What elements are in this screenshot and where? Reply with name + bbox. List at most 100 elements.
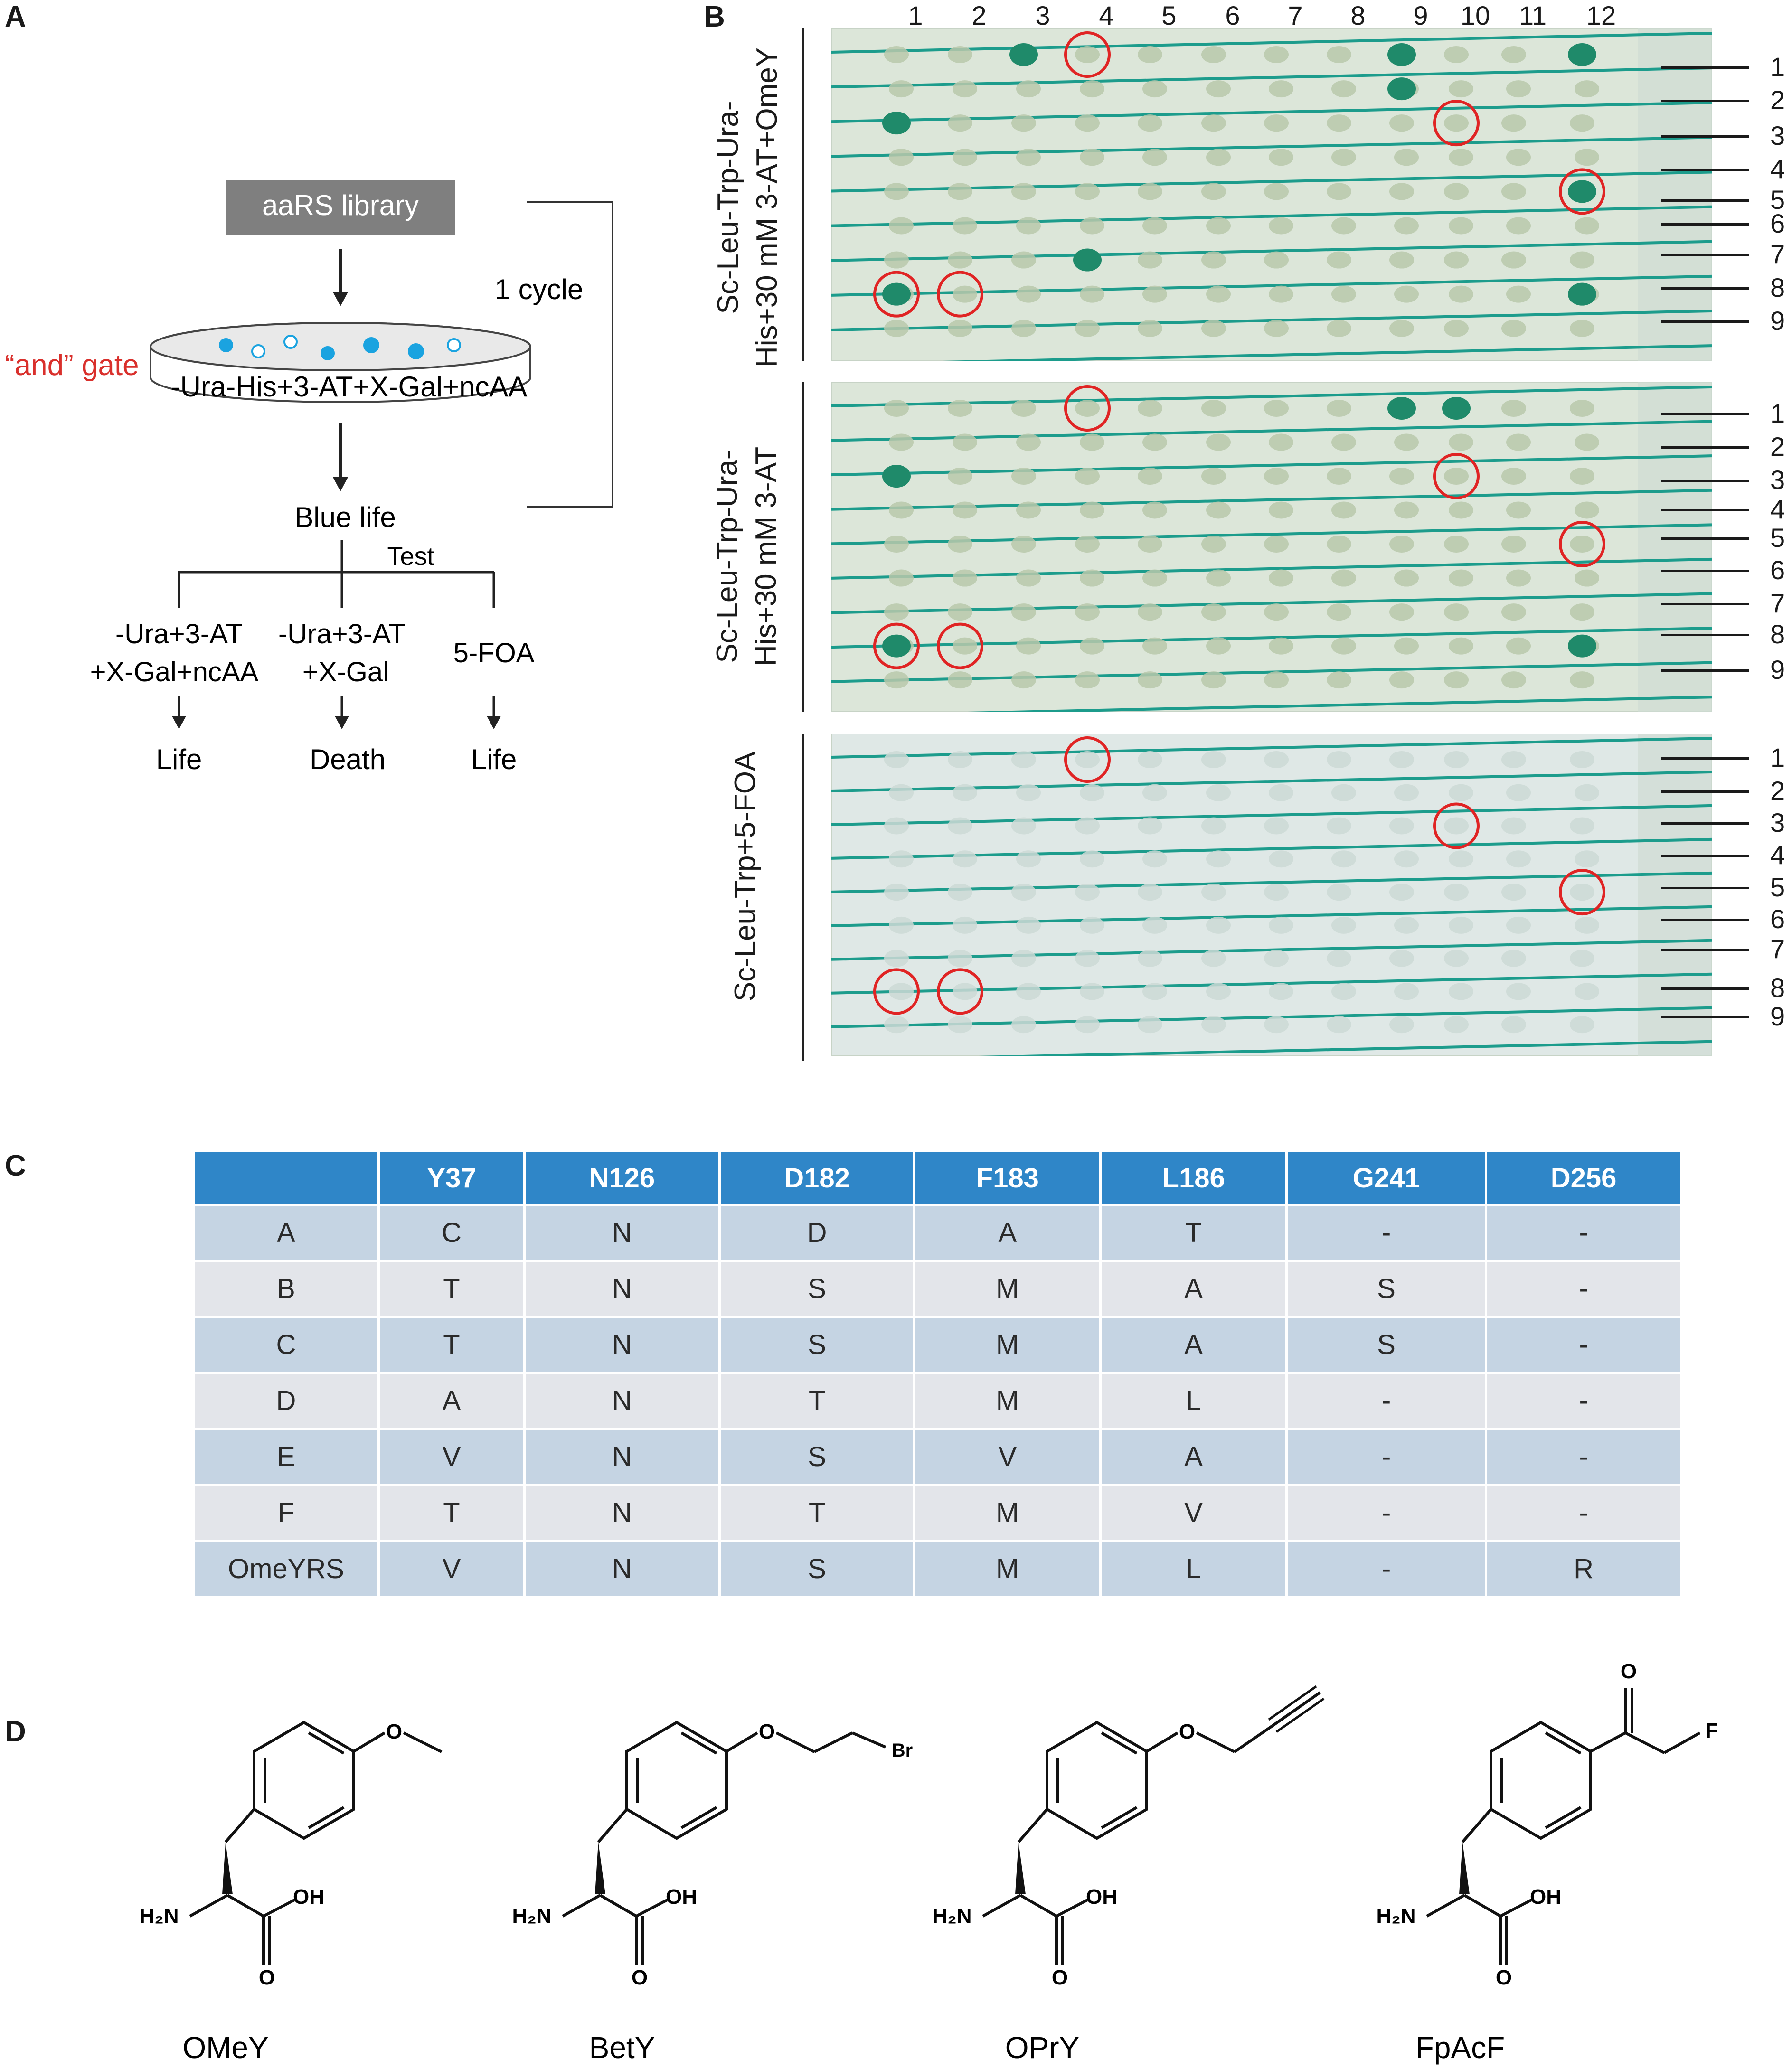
- petri-dish: [150, 322, 531, 403]
- colony: [953, 569, 977, 587]
- colony: [1506, 217, 1531, 235]
- colony: [1142, 637, 1167, 655]
- branch-2-condition-line1: -Ura+3-AT: [278, 619, 406, 649]
- colony: [1331, 637, 1356, 655]
- row-pointer-line: [1661, 254, 1749, 256]
- plate-grid-line: [831, 837, 1712, 860]
- colony: [1394, 285, 1419, 303]
- colony: [1501, 536, 1526, 553]
- row-pointer-line: [1661, 537, 1749, 540]
- colony: [1506, 433, 1531, 451]
- selected-clone-circle: [1433, 100, 1480, 147]
- colony: [1506, 784, 1531, 801]
- colony: [1201, 251, 1226, 269]
- plate-grid-line: [831, 274, 1712, 297]
- colony: [1449, 916, 1473, 934]
- table-cell: -: [1487, 1486, 1680, 1540]
- colony: [953, 285, 977, 303]
- colony: [1142, 784, 1167, 801]
- colony: [1269, 285, 1293, 303]
- colony: [1142, 80, 1167, 98]
- colony: [1075, 320, 1100, 337]
- branch-1-condition-line2: +X-Gal+ncAA: [90, 657, 259, 687]
- colony: [1138, 817, 1162, 835]
- colony: [1449, 784, 1473, 801]
- colony: [1394, 569, 1419, 587]
- plate-grid-line: [831, 871, 1712, 893]
- colony: [1011, 320, 1036, 337]
- fpacf-o-carbonyl: O: [1496, 1966, 1512, 1989]
- colony: [1138, 884, 1162, 901]
- colony: [1075, 884, 1100, 901]
- colony: [953, 149, 977, 166]
- plate-grid-line: [831, 32, 1712, 54]
- colony: [1269, 501, 1293, 519]
- row-pointer-line: [1661, 287, 1749, 290]
- colony: [1449, 149, 1473, 166]
- colony: [889, 501, 914, 519]
- colony: [1138, 1016, 1162, 1034]
- colony: [1206, 637, 1231, 655]
- colony: [1449, 217, 1473, 235]
- opry-o-label: O: [1179, 1720, 1195, 1743]
- colony: [1080, 217, 1104, 235]
- colony: [1142, 501, 1167, 519]
- colony: [1201, 320, 1226, 337]
- colony: [1331, 501, 1356, 519]
- header-cell: D256: [1487, 1152, 1680, 1204]
- selected-clone-circle: [1559, 521, 1605, 568]
- row-number-7: 7: [1770, 934, 1785, 964]
- column-number-10: 10: [1460, 0, 1490, 30]
- colony: [1449, 637, 1473, 655]
- table-cell: T: [380, 1486, 523, 1540]
- colony: [1449, 501, 1473, 519]
- colony: [1331, 80, 1356, 98]
- colony: [1506, 569, 1531, 587]
- column-number-3: 3: [1035, 0, 1050, 30]
- colony: [1389, 320, 1414, 337]
- colony: [884, 400, 909, 417]
- row-pointer-line: [1661, 169, 1749, 171]
- colony: [1011, 950, 1036, 967]
- plate-grid-line: [831, 592, 1712, 614]
- compound-name-opry: OPrY: [1005, 2031, 1079, 2065]
- colony: [1269, 80, 1293, 98]
- colony: [1575, 983, 1599, 1000]
- table-cell: A: [380, 1374, 523, 1428]
- table-cell: N: [525, 1206, 718, 1260]
- blue-colony: [1442, 397, 1471, 420]
- fpacf-f-label: F: [1706, 1719, 1718, 1742]
- colony: [1016, 217, 1041, 235]
- plate-grid-line: [831, 66, 1712, 89]
- branch-3-condition-line1: 5-FOA: [453, 638, 535, 668]
- plate-grid-line: [831, 101, 1712, 123]
- colony: [1201, 468, 1226, 485]
- row-number-6: 6: [1770, 208, 1785, 238]
- colony: [1142, 217, 1167, 235]
- colony: [1506, 149, 1531, 166]
- colony: [1501, 950, 1526, 967]
- panel-b-letter: B: [704, 0, 725, 33]
- colony: [1138, 671, 1162, 689]
- colony: [1444, 950, 1469, 967]
- colony: [1331, 569, 1356, 587]
- colony: [889, 149, 914, 166]
- colony: [1138, 603, 1162, 621]
- colony: [1138, 400, 1162, 417]
- table-cell: T: [720, 1486, 914, 1540]
- row-pointer-line: [1661, 446, 1749, 449]
- row-number-4: 4: [1770, 840, 1785, 870]
- colony: [1389, 1016, 1414, 1034]
- row-number-9: 9: [1770, 1001, 1785, 1031]
- header-cell: Y37: [380, 1152, 523, 1204]
- colony: [1444, 671, 1469, 689]
- colony: [1444, 46, 1469, 63]
- plate-grid-line: [946, 696, 1712, 712]
- colony: [1327, 950, 1351, 967]
- colony: [1444, 320, 1469, 337]
- colony: [1394, 637, 1419, 655]
- plate-photo-3at: [831, 382, 1712, 712]
- colony: [1201, 1016, 1226, 1034]
- row-number-4: 4: [1770, 494, 1785, 524]
